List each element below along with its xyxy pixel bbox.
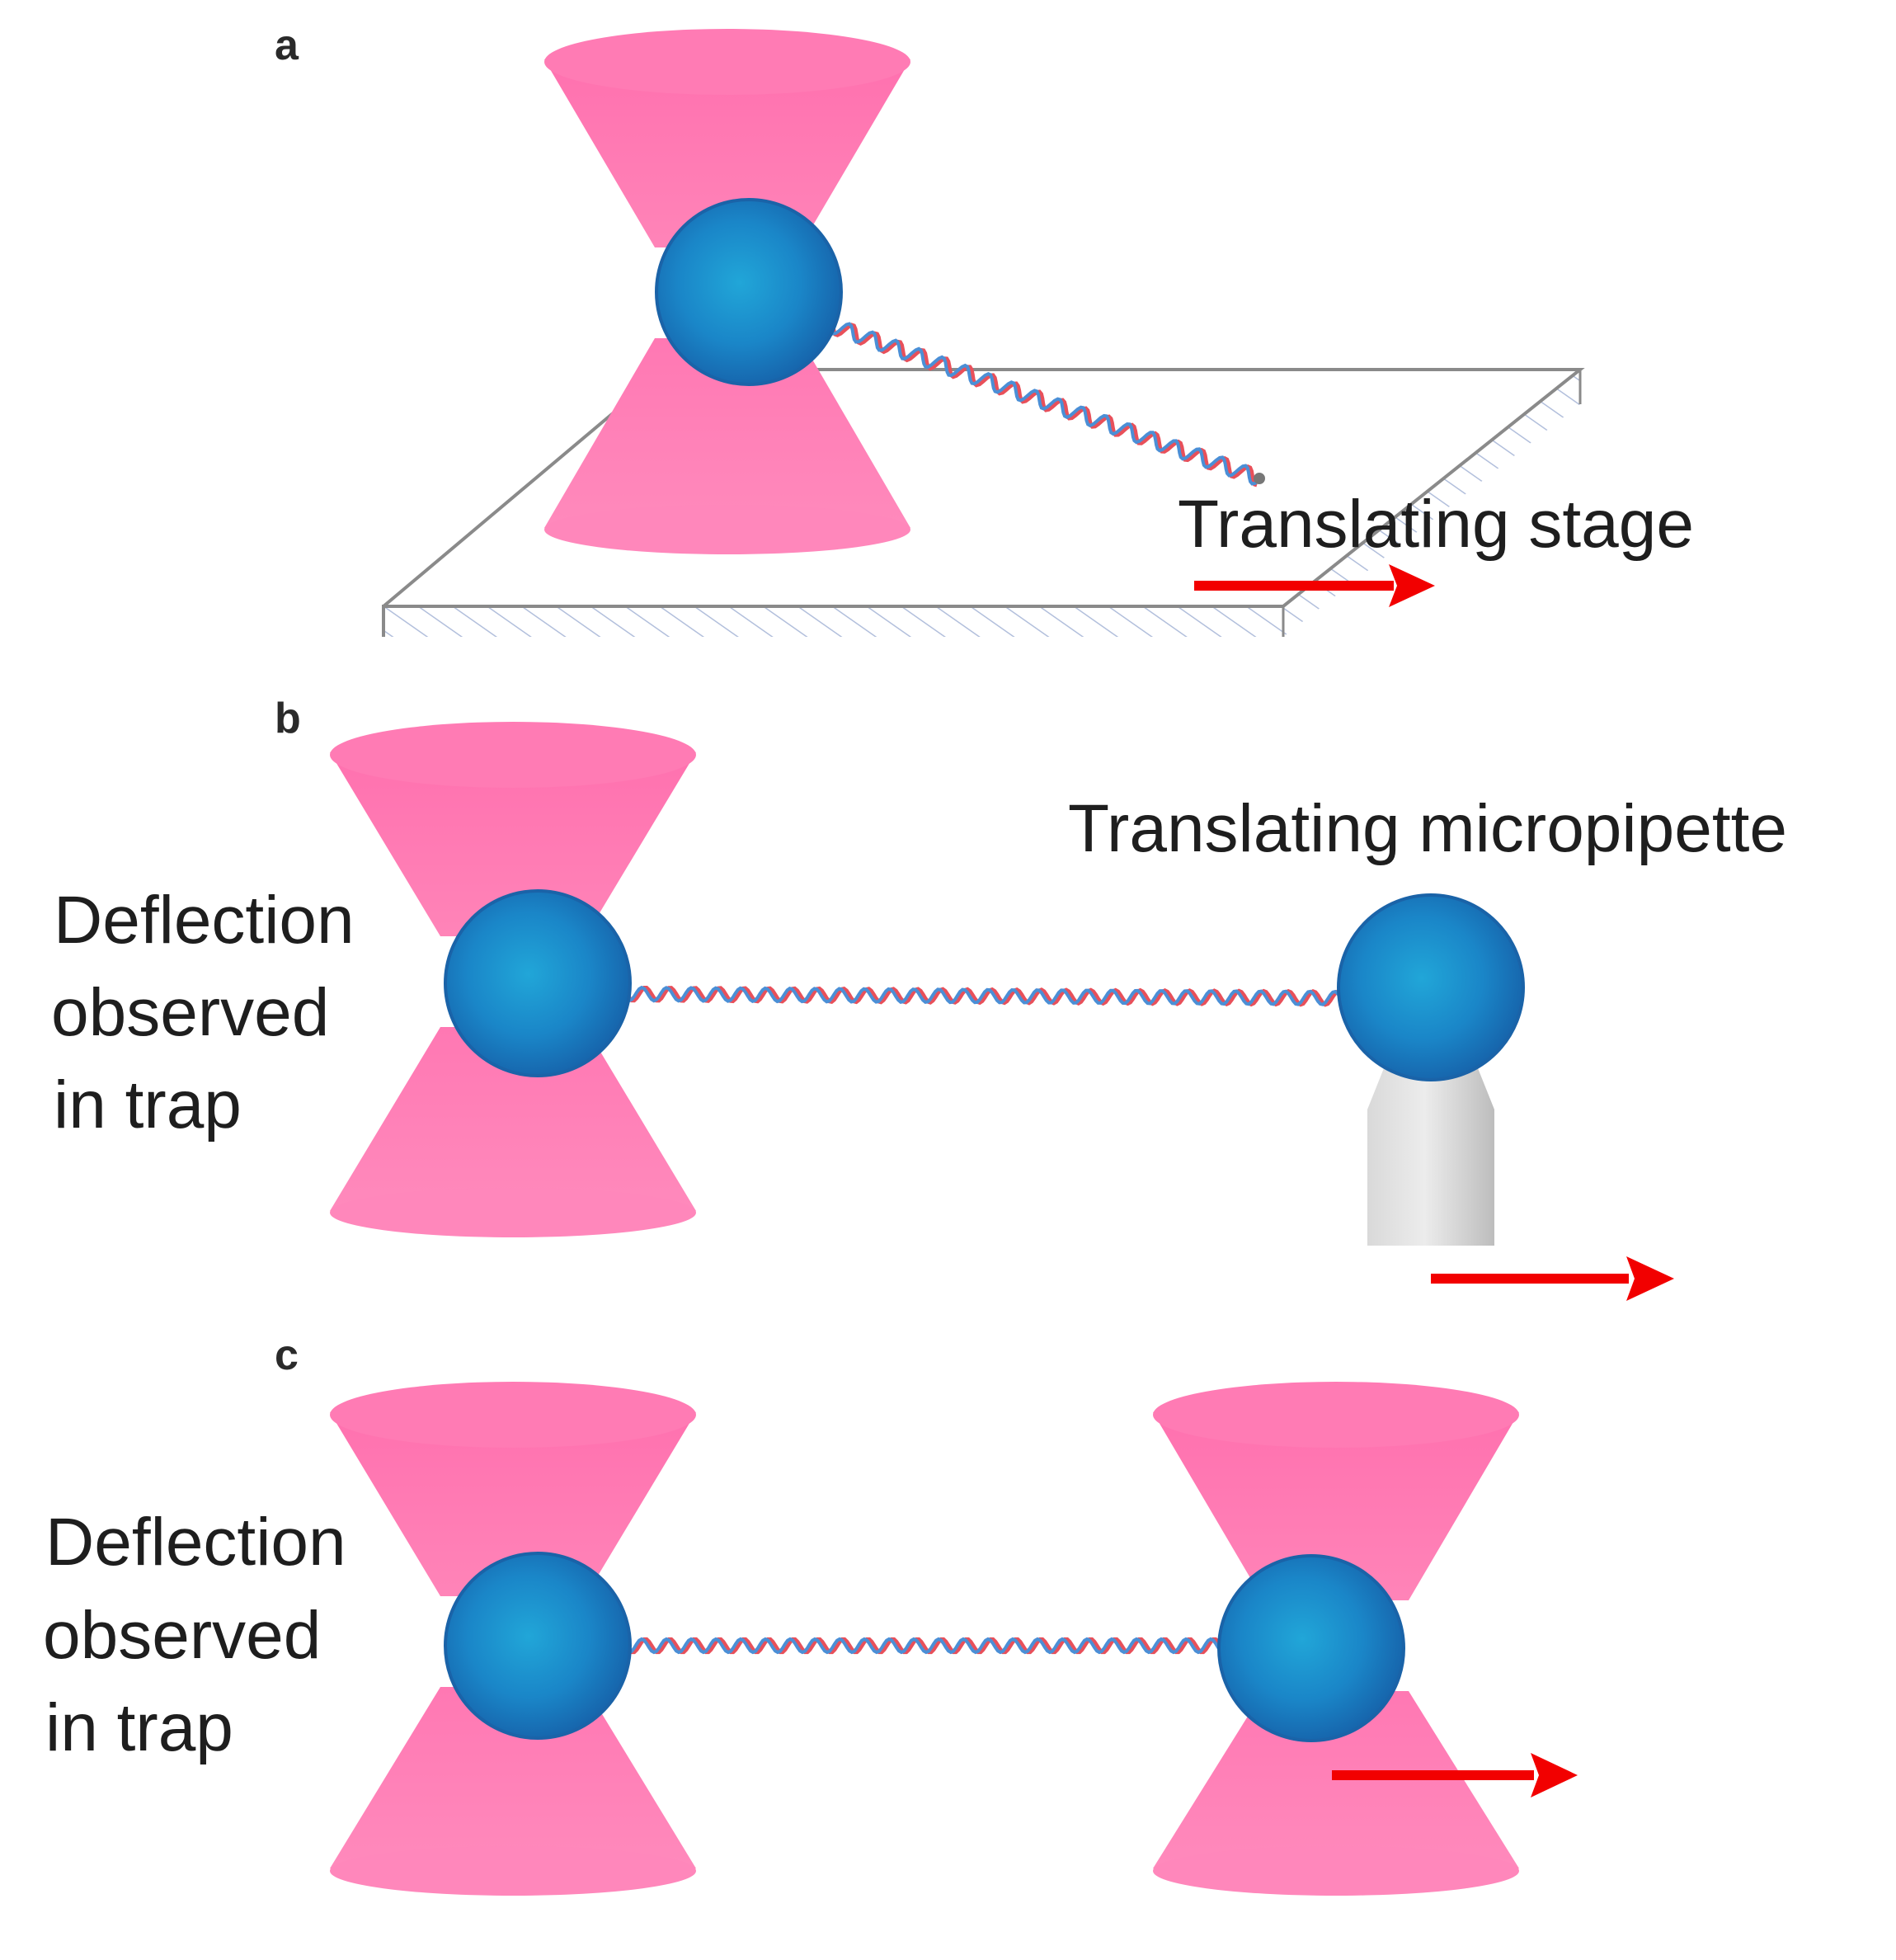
translating-stage-label: Translating stage bbox=[1178, 487, 1694, 562]
trap-arrow bbox=[1332, 1753, 1578, 1797]
panel-letter-c: c bbox=[275, 1331, 299, 1379]
stage-side-hatch bbox=[383, 606, 1283, 637]
deflection-label-b-line1: Deflection bbox=[54, 883, 355, 958]
pipette-arrow bbox=[1431, 1256, 1674, 1301]
bead-b-pipette bbox=[1337, 893, 1525, 1081]
panel-a: a Translating stage bbox=[275, 21, 1694, 637]
panel-letter-a: a bbox=[275, 21, 299, 69]
trap-c-right-upper-rim bbox=[1153, 1382, 1519, 1448]
trap-c-right-lower-rim bbox=[1153, 1846, 1519, 1896]
translating-micropipette-label: Translating micropipette bbox=[1068, 791, 1787, 866]
trap-b-lower-cone bbox=[330, 1027, 696, 1237]
translating-stage bbox=[382, 368, 1585, 637]
optical-trap-b bbox=[330, 722, 696, 1237]
dna-strand-a-red bbox=[830, 323, 1258, 488]
micropipette bbox=[1367, 1064, 1494, 1246]
trap-c-left-lower-rim bbox=[330, 1846, 696, 1896]
deflection-label-c-line3: in trap bbox=[45, 1690, 233, 1765]
dna-strand-a-blue bbox=[830, 322, 1260, 486]
trap-c-left-upper-rim bbox=[330, 1382, 696, 1448]
trap-c-right-lower-cone bbox=[1153, 1691, 1519, 1893]
dna-strand-b-red bbox=[624, 986, 1341, 1007]
deflection-label-b-line3: in trap bbox=[54, 1067, 242, 1143]
trap-c-left-upper-cone bbox=[330, 1394, 696, 1596]
surface-anchor bbox=[1254, 473, 1265, 484]
panel-c: c Deflection observed in trap bbox=[43, 1331, 1578, 1896]
trap-c-left-lower-cone bbox=[330, 1687, 696, 1893]
trap-a-upper-rim bbox=[544, 29, 910, 95]
dna-strand-c-blue bbox=[626, 1637, 1222, 1655]
trap-a-upper-cone bbox=[544, 42, 910, 247]
optical-trap-c-left bbox=[330, 1382, 696, 1896]
panel-b: b Translating micropipette Deflection ob… bbox=[51, 695, 1787, 1301]
bead-c-left bbox=[444, 1552, 632, 1740]
deflection-label-c-line2: observed bbox=[43, 1598, 321, 1673]
stage-arrow bbox=[1194, 564, 1435, 607]
deflection-label-b-line2: observed bbox=[51, 975, 329, 1050]
bead-a bbox=[655, 198, 843, 386]
stage-right-hatch bbox=[1283, 370, 1580, 637]
dna-strand-b-blue bbox=[625, 985, 1342, 1006]
bead-b-trapped bbox=[444, 889, 632, 1077]
panel-letter-b: b bbox=[275, 695, 301, 742]
trap-b-upper-cone bbox=[330, 734, 696, 936]
dna-strand-c-red bbox=[624, 1637, 1223, 1655]
trap-c-right-upper-cone bbox=[1153, 1394, 1519, 1600]
bead-c-right bbox=[1217, 1554, 1405, 1742]
deflection-label-c-line1: Deflection bbox=[45, 1505, 346, 1580]
stage-left-edge bbox=[382, 386, 645, 608]
trap-b-upper-rim bbox=[330, 722, 696, 788]
trap-b-lower-rim bbox=[330, 1188, 696, 1237]
trap-a-lower-rim bbox=[544, 505, 910, 554]
trap-a-lower-cone bbox=[544, 338, 910, 553]
optical-trap-a bbox=[544, 29, 910, 554]
optical-trap-c-right bbox=[1153, 1382, 1519, 1896]
